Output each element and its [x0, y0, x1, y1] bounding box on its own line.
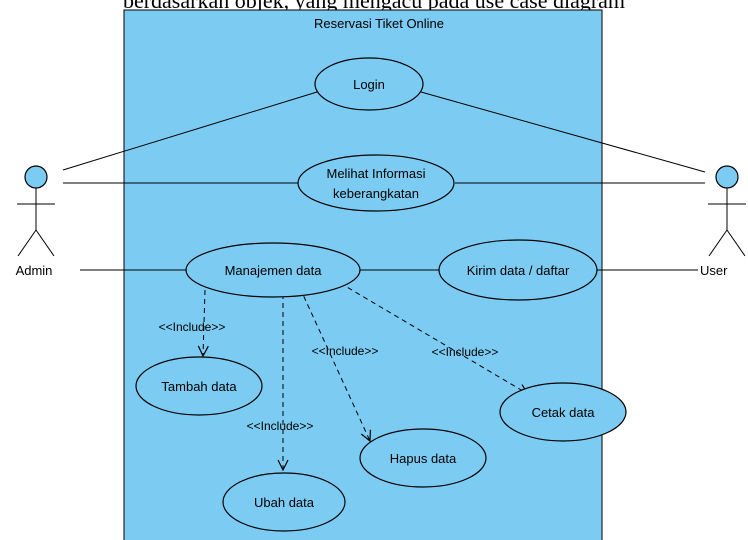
usecase-login-label: Login	[353, 77, 385, 92]
actor-admin[interactable]: Admin	[16, 165, 55, 278]
usecase-tambah-data[interactable]: Tambah data	[135, 356, 263, 416]
actor-user[interactable]: User	[700, 165, 746, 278]
usecase-info-label-line1: Melihat Informasi	[327, 166, 426, 181]
usecase-melihat-informasi[interactable]: Melihat Informasi keberangkatan	[297, 154, 455, 212]
include-arrow-add	[203, 289, 205, 356]
usecase-print-label: Cetak data	[532, 405, 596, 420]
usecase-add-label: Tambah data	[161, 379, 237, 394]
usecase-manajemen-data[interactable]: Manajemen data	[185, 242, 361, 298]
include-label-edit: <<Include>>	[247, 419, 314, 433]
usecase-cetak-data[interactable]: Cetak data	[499, 382, 627, 442]
include-arrow-delete	[299, 287, 370, 441]
association-user-login	[420, 91, 706, 173]
usecase-delete-label: Hapus data	[390, 451, 457, 466]
actor-admin-head-icon	[24, 165, 48, 189]
include-label-add: <<Include>>	[159, 320, 226, 334]
actor-admin-label: Admin	[16, 263, 53, 278]
include-label-delete: <<Include>>	[312, 344, 379, 358]
usecase-edit-label: Ubah data	[254, 495, 315, 510]
association-admin-login	[62, 91, 318, 171]
usecase-ubah-data[interactable]: Ubah data	[222, 472, 346, 532]
actor-user-head-icon	[715, 165, 739, 189]
include-label-print: <<Include>>	[432, 345, 499, 359]
usecase-info-label-line2: keberangkatan	[333, 186, 419, 201]
include-arrow-print	[339, 282, 528, 394]
usecase-hapus-data[interactable]: Hapus data	[359, 428, 487, 488]
usecase-kirim-data[interactable]: Kirim data / daftar	[438, 239, 598, 301]
usecase-login[interactable]: Login	[314, 57, 424, 111]
actor-user-label: User	[700, 263, 728, 278]
system-title: Reservasi Tiket Online	[314, 16, 444, 31]
usecase-manage-label: Manajemen data	[225, 263, 323, 278]
usecase-send-label: Kirim data / daftar	[467, 263, 570, 278]
